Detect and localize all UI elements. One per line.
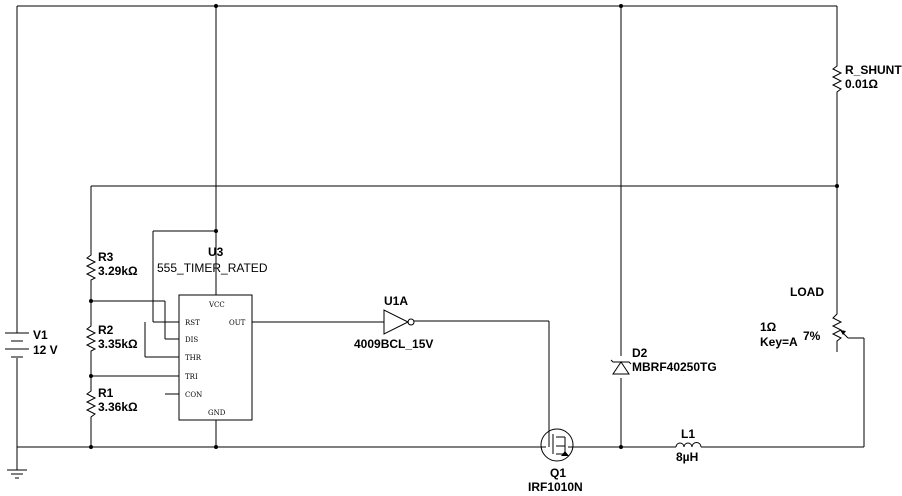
- u3-pin-rst: RST: [185, 319, 200, 327]
- ground-symbol: [7, 469, 27, 479]
- load-label: LOAD: [790, 285, 824, 299]
- junction-dots: [89, 4, 839, 449]
- u3-pin-thr: THR: [185, 354, 202, 362]
- load-percent-label: 7%: [803, 329, 821, 343]
- u3-pin-con: CON: [185, 391, 202, 399]
- q1-mosfet-symbol[interactable]: [540, 428, 574, 462]
- r-shunt-value-label: 0.01Ω: [845, 77, 878, 91]
- load-potentiometer-symbol[interactable]: [831, 310, 849, 344]
- r2-ref-label: R2: [98, 323, 114, 337]
- u3-pin-gnd: GND: [208, 409, 226, 417]
- d2-part-label: MBRF40250TG: [632, 360, 717, 374]
- r3-value-label: 3.29kΩ: [98, 264, 138, 278]
- l1-ref-label: L1: [681, 427, 695, 441]
- r2-resistor-symbol[interactable]: [85, 322, 97, 352]
- u1a-part-label: 4009BCL_15V: [354, 337, 433, 351]
- r3-ref-label: R3: [98, 250, 114, 264]
- u3-ref-label: U3: [208, 245, 224, 259]
- q1-part-label: IRF1010N: [528, 480, 583, 494]
- wires: [16, 5, 865, 470]
- l1-value-label: 8µH: [676, 450, 698, 464]
- r1-ref-label: R1: [98, 386, 114, 400]
- r-shunt-ref-label: R_SHUNT: [845, 63, 902, 77]
- u3-pin-tri: TRI: [185, 373, 198, 381]
- u3-part-label: 555_TIMER_RATED: [157, 261, 268, 275]
- u3-pin-vcc: VCC: [208, 301, 225, 309]
- r1-value-label: 3.36kΩ: [98, 400, 138, 414]
- r1-resistor-symbol[interactable]: [85, 387, 97, 420]
- l1-inductor-symbol[interactable]: [675, 442, 702, 448]
- u1a-inverter-symbol[interactable]: [383, 309, 415, 335]
- u1a-ref-label: U1A: [384, 294, 408, 308]
- r3-resistor-symbol[interactable]: [85, 251, 97, 281]
- u3-timer-body[interactable]: [178, 294, 253, 421]
- d2-ref-label: D2: [632, 346, 648, 360]
- v1-ref-label: V1: [33, 328, 48, 342]
- u3-pin-dis: DIS: [185, 336, 198, 344]
- q1-ref-label: Q1: [550, 466, 566, 480]
- r2-value-label: 3.35kΩ: [98, 337, 138, 351]
- v1-battery-symbol[interactable]: [5, 332, 29, 358]
- d2-diode-symbol[interactable]: [610, 359, 632, 375]
- load-value-label: 1Ω: [760, 320, 777, 334]
- r-shunt-resistor-symbol[interactable]: [831, 62, 843, 98]
- load-key-label: Key=A: [760, 335, 798, 349]
- u3-pin-out: OUT: [229, 319, 246, 327]
- v1-value-label: 12 V: [33, 343, 58, 357]
